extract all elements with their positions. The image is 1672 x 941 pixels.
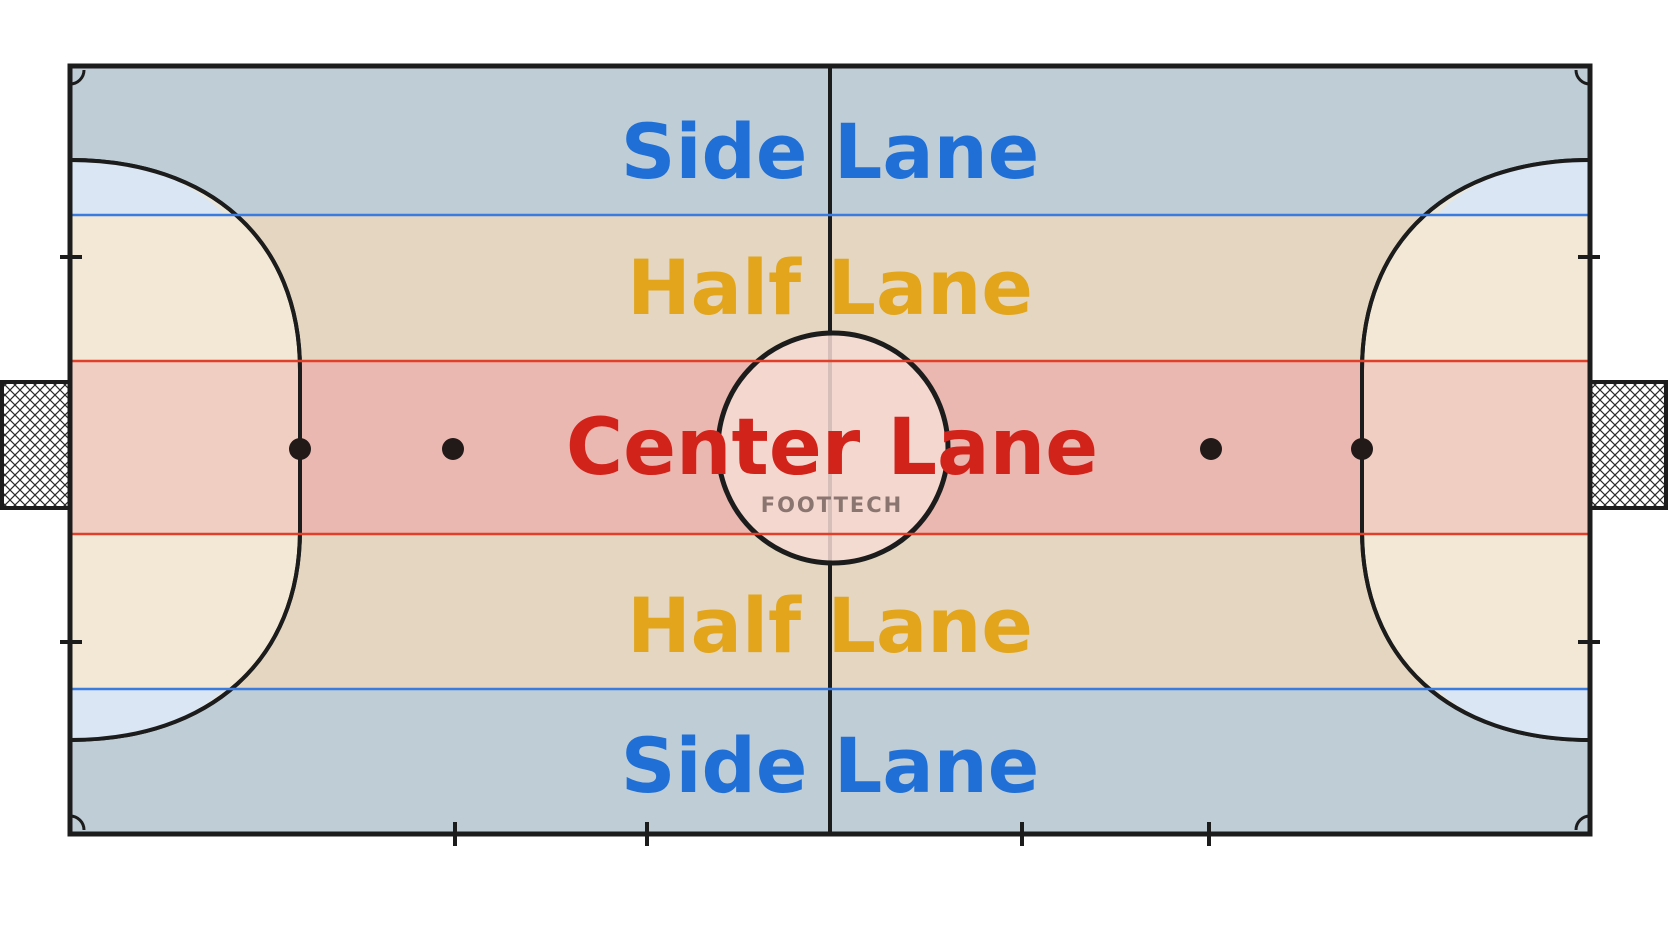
foottech-watermark: FOOTTECH xyxy=(761,493,904,517)
right-penalty-corner-bottom xyxy=(1437,689,1590,740)
left-penalty-corner-bottom xyxy=(70,689,225,740)
right-second-penalty-spot xyxy=(1200,438,1222,460)
left-goal-net xyxy=(0,380,72,510)
right-penalty-corner-top xyxy=(1437,160,1590,215)
boundary-tick-marks xyxy=(60,255,1600,846)
right-penalty-spot xyxy=(1351,438,1373,460)
center-circle xyxy=(715,330,951,566)
left-penalty-corner-top xyxy=(70,160,225,215)
court-boundary xyxy=(67,63,1593,837)
left-penalty-spot xyxy=(289,438,311,460)
center-lane-label: Center Lane xyxy=(566,403,1098,493)
half-lane-bottom-label: Half Lane xyxy=(627,581,1033,670)
side-lane-bottom-label: Side Lane xyxy=(621,721,1040,810)
right-goal-net xyxy=(1588,380,1668,510)
left-second-penalty-spot xyxy=(442,438,464,460)
half-lane-top-label: Half Lane xyxy=(627,243,1033,332)
side-lane-top-label: Side Lane xyxy=(621,107,1040,196)
